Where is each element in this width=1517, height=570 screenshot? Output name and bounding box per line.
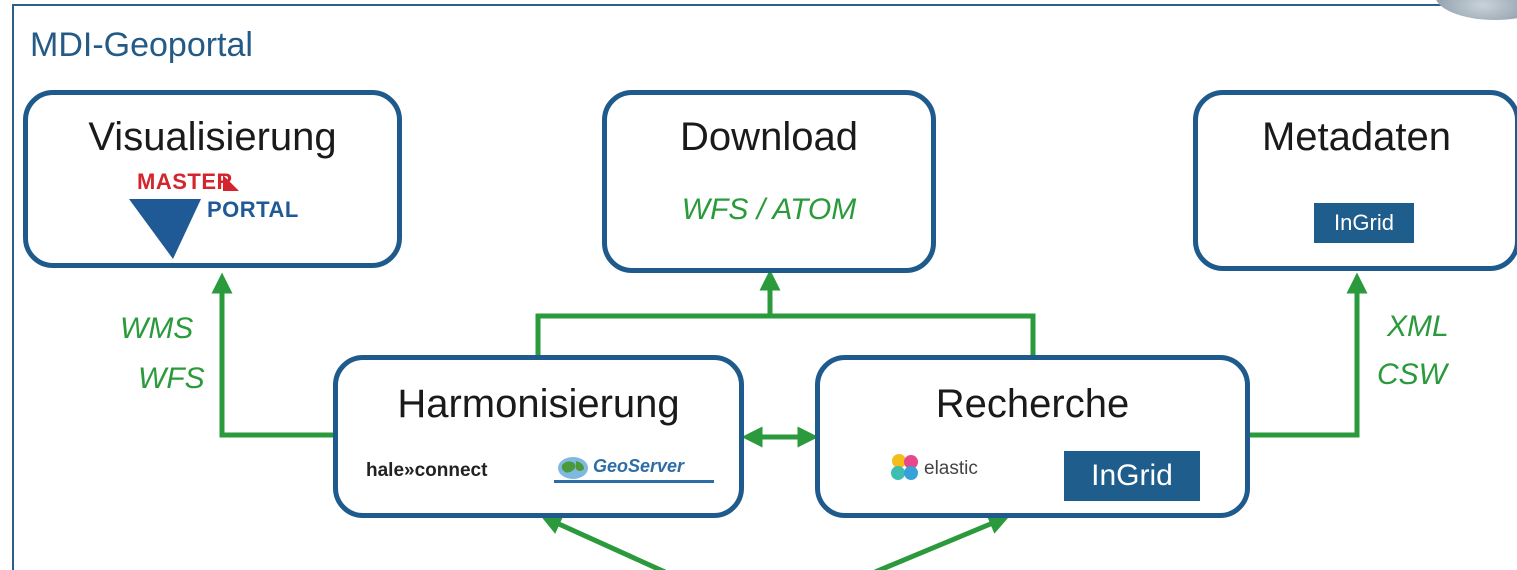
masterportal-logo-line1: MASTER (137, 169, 233, 194)
masterportal-logo: MASTER PORTAL (129, 169, 329, 259)
arrow-harmonisierung-recherche-to-download (535, 313, 1036, 355)
portal-frame (12, 4, 1517, 570)
protocol-right-line1: XML (1387, 310, 1449, 343)
masterportal-logo-mark (129, 175, 239, 259)
box-title-harmonisierung: Harmonisierung (397, 382, 680, 426)
geoserver-logo: GeoServer (593, 456, 685, 476)
ingrid-logo-metadaten: InGrid (1314, 203, 1414, 243)
box-download: Download WFS / ATOM (602, 90, 936, 273)
box-title-recherche: Recherche (935, 382, 1130, 426)
arrow-harmonisierung-to-visualisierung (211, 272, 335, 438)
box-recherche: Recherche elastic InGrid (815, 355, 1250, 518)
elastic-logo: elastic (924, 458, 978, 479)
geoserver-underline (554, 480, 714, 483)
ingrid-logo-recherche: InGrid (1064, 451, 1200, 501)
arrow-source-to-recherche (874, 514, 1010, 570)
box-harmonisierung: Harmonisierung hale»connect GeoServer (333, 355, 744, 518)
box-title-download: Download (680, 115, 858, 159)
hale-connect-logo: hale»connect (366, 460, 488, 481)
page-title: MDI-Geoportal (30, 26, 253, 64)
box-metadaten: Metadaten InGrid (1193, 90, 1517, 271)
box-title-visualisierung: Visualisierung (88, 115, 337, 159)
protocol-left-line1: WMS (120, 312, 194, 345)
box-title-metadaten: Metadaten (1261, 115, 1452, 159)
arrow-source-to-harmonisierung (540, 514, 667, 570)
elastic-logo-icon (891, 454, 918, 480)
geoserver-globe-icon (558, 457, 588, 479)
download-protocol-label: WFS / ATOM (681, 193, 857, 226)
box-visualisierung: Visualisierung MASTER PORTAL (23, 90, 402, 268)
protocol-right-line2: CSW (1377, 358, 1447, 391)
masterportal-logo-line2: PORTAL (207, 197, 299, 222)
protocol-left-line2: WFS (138, 362, 205, 395)
arrow-recherche-to-metadaten (1250, 272, 1368, 438)
